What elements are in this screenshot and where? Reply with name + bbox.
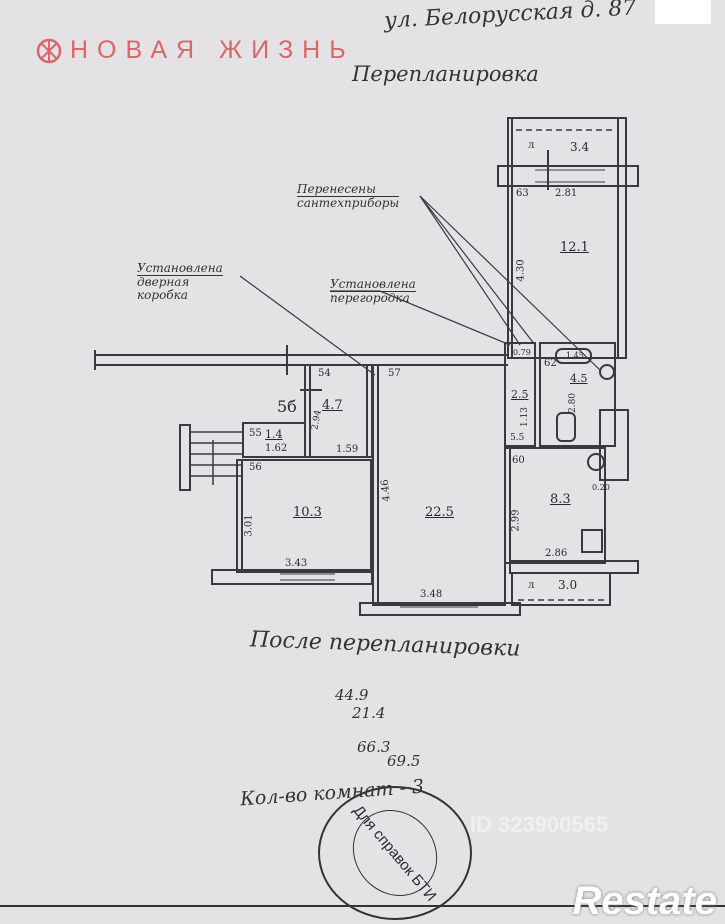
dimension-label: 1.59: [336, 444, 359, 455]
room-area: 4.7: [322, 398, 343, 413]
dimension-label: 2.81: [555, 188, 578, 199]
dimension-label: 57: [388, 368, 401, 379]
dimension-label: 4.46: [379, 478, 393, 503]
dimension-label: 0.79: [513, 348, 531, 357]
logo-icon: [36, 38, 62, 63]
kitchen-sink-icon: [587, 453, 605, 471]
total-value: 66.3: [357, 738, 391, 756]
dimension-label: 1.62: [265, 443, 288, 454]
logo-text: НОВАЯ ЖИЗНЬ: [70, 36, 355, 64]
dimension-label: 2.80: [568, 392, 579, 414]
total-value: 69.5: [387, 752, 421, 770]
room-area: 22.5: [425, 505, 454, 520]
toilet-icon: [556, 412, 576, 442]
dimension-label: 1.13: [520, 406, 531, 428]
dimension-label: 60: [512, 455, 525, 466]
dimension-label: 54: [318, 368, 331, 379]
dimension-label: 1.45: [566, 351, 584, 360]
room-area: 8.3: [550, 492, 571, 507]
bathtub-icon: [555, 348, 592, 364]
window-22-5: [359, 602, 521, 616]
dimension-label: 3.48: [420, 589, 443, 600]
sink-icon: [599, 364, 615, 380]
room-area: 1.4: [265, 428, 283, 441]
dimension-label: 0.20: [592, 483, 610, 492]
dimension-label: 3.43: [285, 558, 308, 569]
room-area: 12.1: [560, 240, 589, 255]
room-code: 5б: [277, 397, 297, 416]
page-title: Перепланировка: [352, 62, 539, 86]
balcony-bottom: [511, 572, 611, 606]
restate-logo: Restate: [572, 879, 717, 923]
room-area: 3.4: [570, 140, 590, 154]
divider-line: [0, 905, 725, 907]
vent-shaft: [599, 409, 629, 481]
brand-logo: НОВАЯ ЖИЗНЬ: [36, 36, 355, 65]
dimension-label: 63: [516, 188, 529, 199]
room-area: 2.5: [511, 388, 529, 401]
total-value: 44.9: [335, 686, 369, 704]
room-area: 4.5: [570, 372, 588, 385]
room-area: 3.0: [558, 578, 578, 592]
stove-icon: [581, 529, 603, 553]
dimension-label: 5.5: [510, 433, 525, 443]
dimension-label: 55: [249, 428, 262, 439]
bti-stamp: Для справок БТИ: [318, 786, 472, 920]
dimension-label: 3.01: [243, 514, 255, 537]
dimension-label: 2.86: [545, 548, 568, 559]
dimension-label: 2.99: [510, 509, 522, 532]
dimension-label: 62: [544, 358, 557, 369]
room-area: 10.3: [293, 505, 322, 520]
room-code: л: [528, 580, 535, 591]
watermark-id: ID 323900565: [470, 812, 609, 837]
room-code: л: [528, 140, 535, 151]
wall-room-12-1: [507, 117, 627, 359]
dimension-label: 56: [249, 462, 262, 473]
dimension-label: 4.30: [515, 259, 527, 282]
redaction-box: [655, 0, 711, 24]
total-value: 21.4: [352, 704, 386, 722]
window-top: [497, 165, 639, 187]
